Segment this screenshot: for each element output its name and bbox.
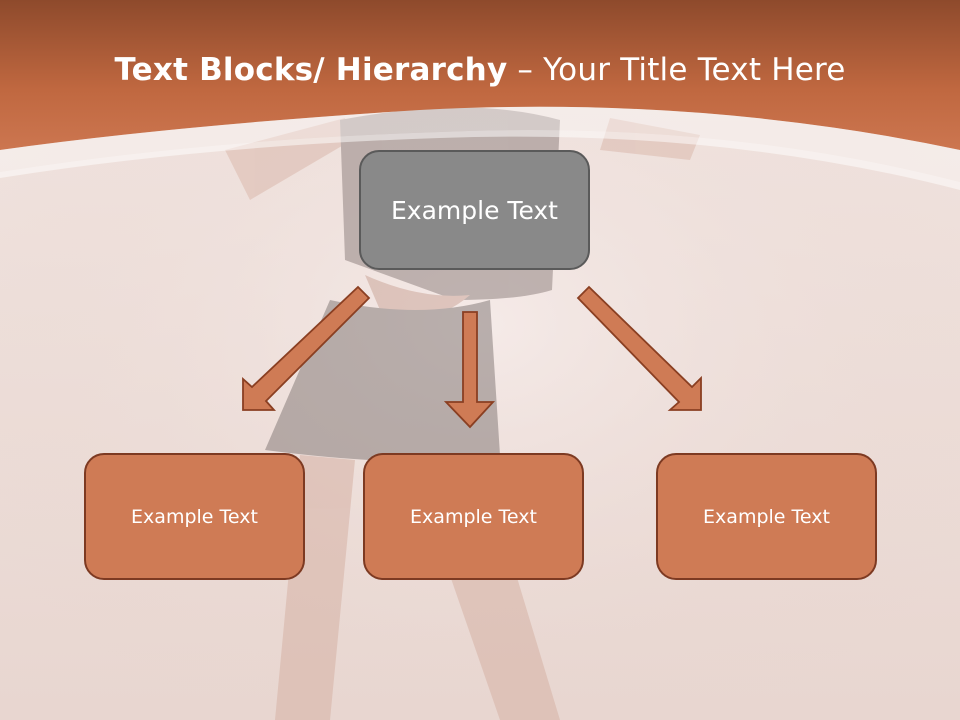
arrow-right	[576, 285, 702, 411]
arrow-left	[242, 285, 371, 411]
child-text-block-label: Example Text	[703, 505, 830, 528]
child-text-block-left: Example Text	[84, 453, 305, 580]
top-text-block-label: Example Text	[391, 195, 558, 225]
child-text-block-center: Example Text	[363, 453, 584, 580]
arrow-center	[443, 311, 496, 429]
child-text-block-label: Example Text	[410, 505, 537, 528]
hierarchy-arrows	[242, 285, 702, 429]
child-text-block-right: Example Text	[656, 453, 877, 580]
title-regular-part: – Your Title Text Here	[507, 52, 846, 88]
slide-title: Text Blocks/ Hierarchy – Your Title Text…	[0, 52, 960, 88]
child-text-block-label: Example Text	[131, 505, 258, 528]
top-text-block: Example Text	[359, 150, 590, 270]
title-bold-part: Text Blocks/ Hierarchy	[114, 52, 508, 88]
